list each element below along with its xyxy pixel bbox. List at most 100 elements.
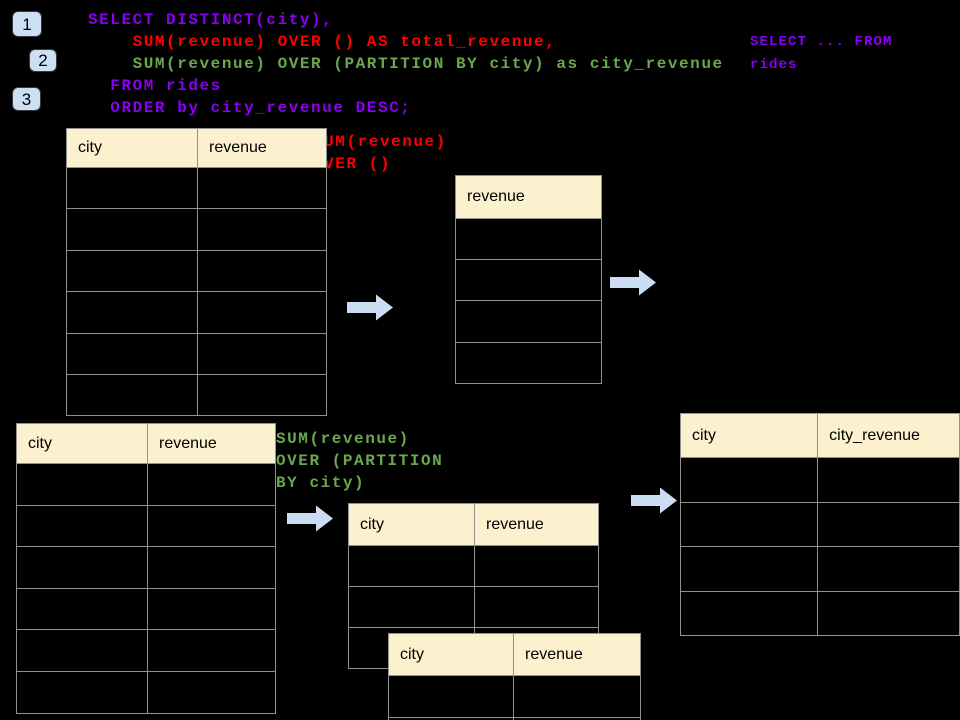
table-row bbox=[455, 259, 602, 302]
table-row bbox=[455, 300, 602, 343]
empty-cell bbox=[513, 717, 641, 720]
empty-cell bbox=[66, 332, 198, 375]
empty-cell bbox=[197, 332, 327, 375]
code-line: BY city) bbox=[276, 474, 366, 492]
column-header-revenue: revenue bbox=[474, 503, 599, 546]
empty-cell bbox=[455, 341, 602, 384]
table: revenue bbox=[455, 175, 602, 384]
total-revenue-result-table: revenue bbox=[455, 175, 602, 384]
empty-cell bbox=[817, 501, 960, 547]
empty-cell bbox=[455, 217, 602, 261]
code-line: SELECT DISTINCT(city), bbox=[88, 11, 334, 29]
code-line: SUM(revenue) OVER () AS total_revenue, bbox=[88, 33, 557, 51]
empty-cell bbox=[388, 675, 514, 718]
sum-over-total-label: SUM(revenue) OVER () bbox=[313, 131, 447, 175]
table-row bbox=[679, 457, 960, 503]
empty-cell bbox=[817, 457, 960, 503]
empty-cell bbox=[147, 504, 276, 548]
empty-cell bbox=[348, 586, 475, 628]
empty-cell bbox=[147, 629, 276, 672]
table-row bbox=[66, 249, 327, 293]
code-line: SUM(revenue) bbox=[276, 430, 410, 448]
empty-cell bbox=[66, 166, 198, 210]
empty-cell bbox=[16, 629, 148, 672]
code-line: FROM rides bbox=[88, 77, 222, 95]
empty-cell bbox=[455, 300, 602, 343]
table-row bbox=[16, 629, 276, 672]
flow-arrow-right-icon bbox=[347, 294, 393, 321]
empty-cell bbox=[197, 166, 327, 210]
table-row bbox=[66, 373, 327, 417]
empty-cell bbox=[197, 208, 327, 251]
empty-cell bbox=[66, 291, 198, 334]
empty-cell bbox=[474, 586, 599, 628]
table-row bbox=[66, 332, 327, 375]
column-header-revenue: revenue bbox=[455, 175, 602, 219]
empty-cell bbox=[513, 675, 641, 718]
column-header-city: city bbox=[66, 128, 198, 168]
table-row bbox=[679, 546, 960, 592]
table-row bbox=[388, 675, 641, 718]
empty-cell bbox=[679, 546, 819, 592]
table-row bbox=[66, 291, 327, 334]
column-header-revenue: revenue bbox=[513, 633, 641, 676]
step-badge-3: 3 bbox=[12, 87, 41, 111]
code-line: SUM(revenue) OVER (PARTITION BY city) as… bbox=[88, 55, 724, 73]
empty-cell bbox=[817, 590, 960, 636]
step-badge-1-label: 1 bbox=[22, 14, 32, 34]
column-header-city: city bbox=[388, 633, 514, 676]
empty-cell bbox=[197, 373, 327, 417]
column-header-city: city bbox=[679, 413, 819, 458]
step-badge-3-label: 3 bbox=[21, 89, 32, 109]
empty-cell bbox=[197, 291, 327, 334]
column-header-city_revenue: city_revenue bbox=[817, 413, 960, 458]
table-row bbox=[679, 590, 960, 636]
code-line: ORDER by city_revenue DESC; bbox=[88, 99, 412, 117]
code-line: SELECT ... FROM bbox=[750, 34, 893, 50]
code-line: SUM(revenue) bbox=[313, 133, 447, 151]
code-line: OVER () bbox=[313, 155, 392, 173]
empty-cell bbox=[817, 546, 960, 592]
step-badge-2: 2 bbox=[29, 49, 57, 72]
empty-cell bbox=[16, 546, 148, 589]
table-row bbox=[679, 501, 960, 547]
empty-cell bbox=[147, 463, 276, 506]
empty-cell bbox=[16, 504, 148, 548]
step-badge-2-label: 2 bbox=[38, 51, 48, 70]
flow-arrow-right-icon bbox=[610, 269, 656, 296]
step-badge-1: 1 bbox=[12, 11, 42, 37]
flow-arrow-right-icon bbox=[287, 505, 333, 532]
empty-cell bbox=[474, 545, 599, 587]
empty-cell bbox=[147, 546, 276, 589]
empty-cell bbox=[66, 249, 198, 293]
empty-cell bbox=[679, 501, 819, 547]
table-row bbox=[388, 717, 641, 720]
column-header-city: city bbox=[16, 423, 148, 464]
table-row bbox=[66, 166, 327, 210]
empty-cell bbox=[16, 463, 148, 506]
table-row bbox=[16, 504, 276, 548]
table-row bbox=[16, 670, 276, 714]
empty-cell bbox=[348, 545, 475, 587]
empty-cell bbox=[147, 587, 276, 631]
column-header-revenue: revenue bbox=[147, 423, 276, 464]
table-row bbox=[16, 587, 276, 631]
empty-cell bbox=[197, 249, 327, 293]
empty-cell bbox=[16, 587, 148, 631]
empty-cell bbox=[455, 259, 602, 302]
code-line: rides bbox=[750, 57, 798, 73]
table-row bbox=[348, 586, 599, 628]
table-row bbox=[16, 463, 276, 506]
table-row bbox=[455, 341, 602, 384]
